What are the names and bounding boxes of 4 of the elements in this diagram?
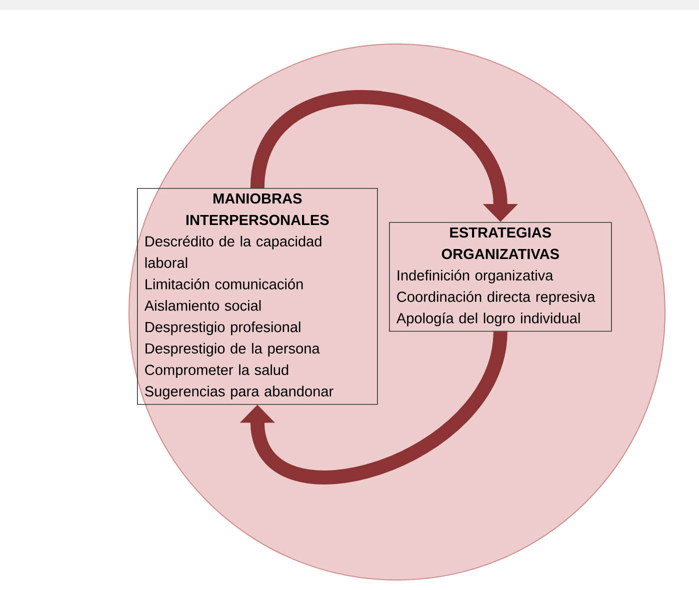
- text-box: ESTRATEGIAS ORGANIZATIVAS Indefinición organizativa Coordinación directa represiva Apología del logro individual: [389, 222, 612, 332]
- curved-arrow: [240, 330, 508, 484]
- text-box: MANIOBRAS INTERPERSONALES Descrédito de la capacidad laboral Limitación comunicación Aislamiento social Desprestigio profesional Desprestigio de la persona Comprometer la salud Sugerencias para abandonar: [137, 188, 378, 405]
- circle: [128, 43, 666, 580]
